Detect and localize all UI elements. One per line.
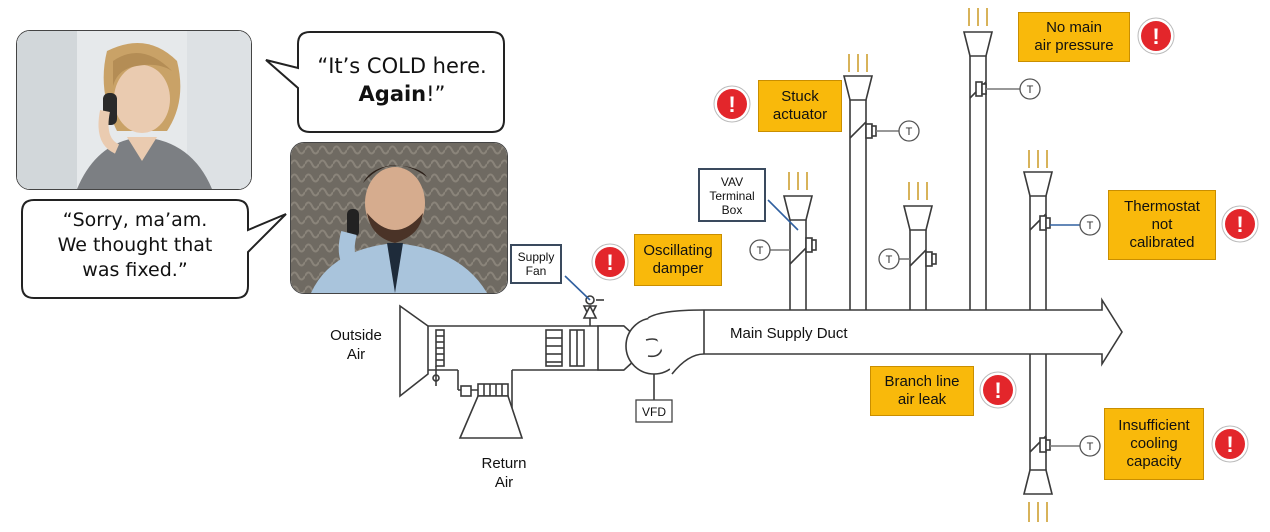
svg-text:!: !: [606, 250, 613, 275]
thermostat-a: [749, 239, 771, 261]
warning-icon-insufficient-cooling-capacity: !: [1211, 425, 1249, 463]
thermostat-b: [898, 120, 920, 142]
callout-text: capacity: [1126, 453, 1182, 470]
callout-text: No main: [1046, 19, 1102, 36]
woman-speech-bubble: [265, 31, 505, 133]
callout-no-main-air-pressure: No main air pressure: [1018, 12, 1130, 62]
thermostat-f-label: T: [1087, 441, 1094, 453]
return-air-label-2: Air: [494, 474, 514, 491]
callout-text: damper: [652, 260, 704, 277]
callout-branch-line-air-leak: Branch line air leak: [870, 366, 974, 416]
callout-text: actuator: [772, 106, 828, 123]
outside-air-label-1: Outside: [330, 327, 382, 344]
callout-stuck-actuator: Stuck actuator: [758, 80, 842, 132]
callout-oscillating-damper: Oscillating damper: [634, 234, 722, 286]
thermostat-f: [1079, 435, 1101, 457]
man-quote-line2: We thought that: [57, 234, 213, 256]
woman-quote-line2: Again!”: [300, 80, 504, 108]
callout-thermostat-not-calibrated: Thermostat not calibrated: [1108, 190, 1216, 260]
vav-damper-d: [969, 81, 987, 99]
vav-damper-f: [1029, 435, 1051, 453]
return-air-intake: [458, 395, 524, 439]
svg-text:!: !: [1226, 432, 1233, 457]
woman-quote-line1: “It’s COLD here.: [317, 54, 487, 78]
vav-damper-e: [1029, 213, 1051, 231]
thermostat-a-label: T: [757, 245, 764, 257]
woman-photo: [16, 30, 252, 190]
callout-text: Stuck: [781, 88, 819, 105]
warning-icons: ! ! ! ! ! !: [591, 17, 1259, 463]
vav-terminal-box-label: VAV Terminal Box: [698, 168, 766, 222]
callout-text: Branch line: [884, 373, 960, 390]
vav-label-3: Box: [721, 203, 743, 217]
supply-fan-box: Supply Fan: [510, 244, 562, 284]
outside-air-intake: [399, 304, 429, 398]
vfd-label: VFD: [642, 405, 666, 419]
thermostat-e-label: T: [1087, 220, 1094, 232]
callout-text: Thermostat: [1124, 198, 1200, 215]
return-air-label-1: Return: [481, 455, 527, 472]
man-quote-line3: was fixed.”: [82, 259, 188, 281]
main-supply-duct-label: Main Supply Duct: [730, 325, 848, 342]
woman-quote: “It’s COLD here. Again!”: [300, 52, 504, 108]
outside-air-label: Outside Air: [316, 326, 396, 364]
thermostat-c: [878, 248, 900, 270]
callout-text: cooling: [1130, 435, 1178, 452]
supply-fan-label-1: Supply: [517, 250, 555, 264]
thermostat-d: [1019, 78, 1041, 100]
vav-label-2: Terminal: [709, 189, 755, 203]
vav-damper-c: [909, 249, 937, 267]
supply-fan-label-2: Fan: [525, 264, 547, 278]
callout-insufficient-cooling-capacity: Insufficient cooling capacity: [1104, 408, 1204, 480]
callout-text: not: [1151, 216, 1173, 233]
man-quote: “Sorry, ma’am. We thought that was fixed…: [22, 208, 248, 283]
man-quote-line1: “Sorry, ma’am.: [62, 209, 208, 231]
svg-text:!: !: [1236, 212, 1243, 237]
woman-quote-end: !”: [426, 82, 446, 106]
callout-text: Oscillating: [643, 242, 713, 259]
man-speech-bubble: [21, 199, 287, 299]
svg-text:!: !: [994, 378, 1001, 403]
return-air-label: Return Air: [464, 454, 544, 492]
callout-text: air pressure: [1034, 37, 1114, 54]
vav-label-1: VAV: [720, 175, 744, 189]
vav-damper-a: [789, 237, 817, 265]
callout-text: Insufficient: [1118, 417, 1190, 434]
callout-text: air leak: [897, 391, 947, 408]
main-supply-duct: [647, 297, 1123, 375]
cooling-coil: [545, 329, 563, 367]
warning-icon-thermostat-not-calibrated: !: [1221, 205, 1259, 243]
thermostat-b-label: T: [906, 126, 913, 138]
svg-text:!: !: [728, 92, 735, 117]
outside-air-label-2: Air: [346, 346, 366, 363]
warning-icon-oscillating-damper: !: [591, 243, 629, 281]
vfd-box: [635, 399, 673, 423]
thermostat-e: [1079, 214, 1101, 236]
thermostat-d-label: T: [1027, 84, 1034, 96]
thermostat-c-label: T: [886, 254, 893, 266]
warning-icon-stuck-actuator: !: [713, 85, 751, 123]
callout-text: calibrated: [1129, 234, 1195, 251]
woman-quote-emphasis: Again: [358, 82, 427, 106]
warning-icon-branch-line-air-leak: !: [979, 371, 1017, 409]
man-photo: [290, 142, 508, 294]
warning-icon-no-main-air-pressure: !: [1137, 17, 1175, 55]
svg-text:!: !: [1152, 24, 1159, 49]
vav-damper-b: [849, 121, 877, 139]
